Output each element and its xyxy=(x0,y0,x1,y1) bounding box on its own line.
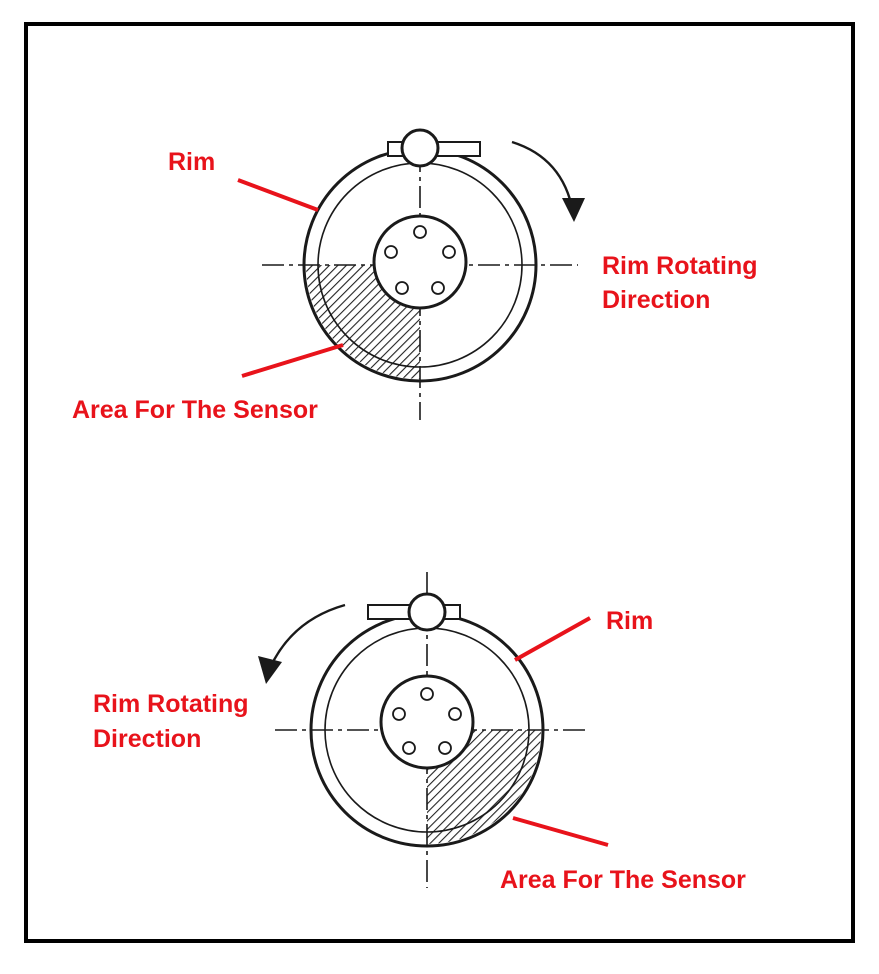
bottom-rim-label: Rim xyxy=(606,607,653,635)
top-figure: Rim Rim Rotating Direction Area For The … xyxy=(72,128,758,424)
outer-frame xyxy=(24,22,855,943)
bottom-lug-hole xyxy=(448,707,462,721)
top-rotation-arrowhead xyxy=(562,198,585,222)
top-sensor-leader xyxy=(241,343,344,378)
bottom-figure: Rim Rim Rotating Direction Area For The … xyxy=(93,572,746,894)
top-valve-stem xyxy=(400,128,440,168)
top-rim-label: Rim xyxy=(168,148,215,176)
bottom-lug-hole xyxy=(402,741,416,755)
bottom-sensor-area-label: Area For The Sensor xyxy=(500,866,746,894)
bottom-rim-leader xyxy=(514,616,591,662)
top-lug-hole xyxy=(413,225,427,239)
top-lug-hole xyxy=(431,281,445,295)
bottom-lug-hole xyxy=(438,741,452,755)
top-rim-leader xyxy=(237,178,319,212)
top-direction-label-line2: Direction xyxy=(602,286,710,314)
bottom-rotation-arrow xyxy=(268,603,346,669)
top-lug-hole xyxy=(442,245,456,259)
bottom-direction-label-line1: Rim Rotating xyxy=(93,690,249,718)
top-lug-hole xyxy=(395,281,409,295)
bottom-rotation-arrowhead xyxy=(258,656,282,684)
top-lug-hole xyxy=(384,245,398,259)
bottom-sensor-leader xyxy=(512,816,609,847)
bottom-valve-stem xyxy=(407,592,447,632)
top-direction-label-line1: Rim Rotating xyxy=(602,252,758,280)
bottom-lug-hole xyxy=(420,687,434,701)
bottom-direction-label-line2: Direction xyxy=(93,725,201,753)
bottom-lug-hole xyxy=(392,707,406,721)
top-sensor-area-label: Area For The Sensor xyxy=(72,396,318,424)
